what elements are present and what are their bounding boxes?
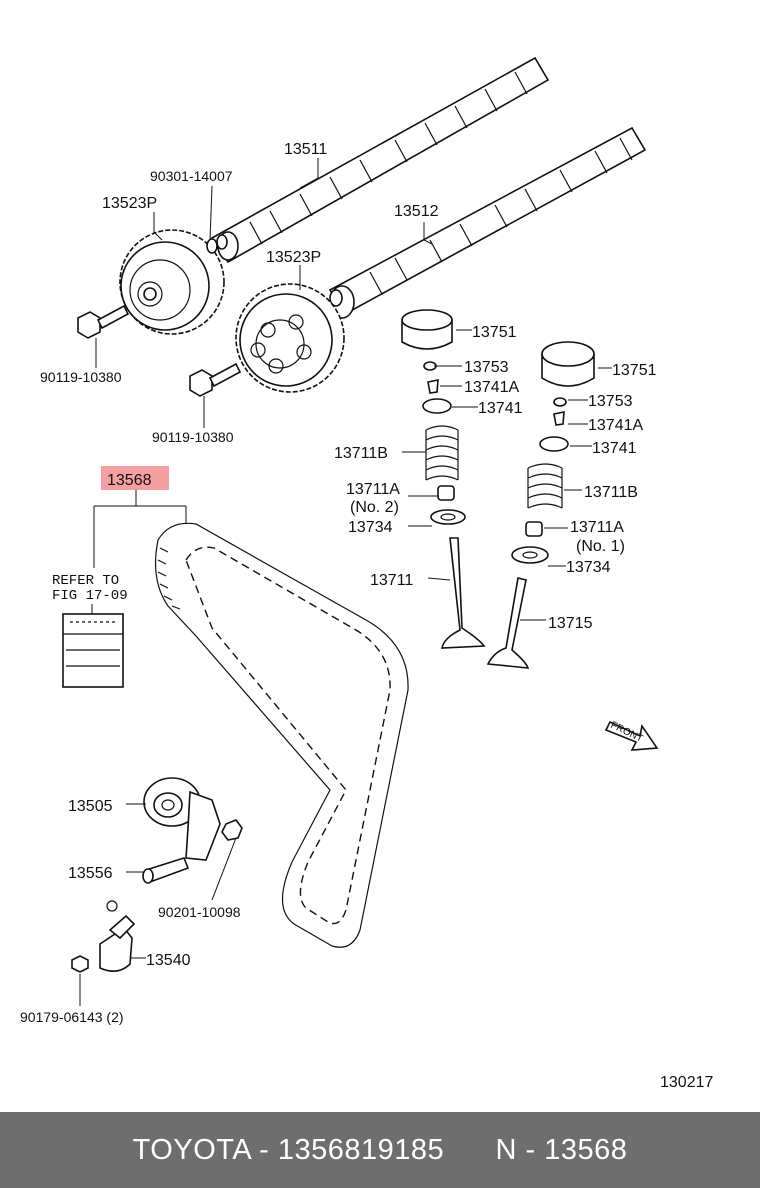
footer-part-number: 1356819185 (277, 1133, 445, 1166)
parts-diagram: FRONT 13511 903 (20, 56, 713, 1091)
label-13711: 13711 (370, 572, 413, 589)
footer-gap (444, 1134, 495, 1166)
label-13568: 13568 (107, 472, 152, 489)
label-13505: 13505 (68, 798, 113, 815)
refer-note-line1: REFER TO (52, 573, 119, 589)
label-13512: 13512 (394, 203, 439, 220)
label-90119-10380-upper: 90119-10380 (40, 369, 122, 385)
camshaft-pulley-lower (235, 283, 345, 393)
footer-text: TOYOTA - 1356819185 N - 13568 (133, 1134, 628, 1167)
label-90179-06143: 90179-06143 (2) (20, 1009, 124, 1025)
footer-sep2: - (516, 1133, 545, 1166)
camshaft-13511 (210, 56, 550, 264)
front-label: FRONT (609, 720, 645, 745)
label-13711a-no2: 13711A (346, 481, 400, 498)
label-13715: 13715 (548, 615, 593, 632)
front-arrow-icon: FRONT (604, 720, 659, 751)
label-13741a-left: 13741A (464, 379, 519, 396)
label-13751-left: 13751 (472, 324, 517, 341)
label-13523p-lower: 13523P (266, 249, 321, 266)
footer-bar: TOYOTA - 1356819185 N - 13568 (0, 1112, 760, 1188)
bolt-lower (189, 362, 242, 397)
valve-train-left (401, 309, 486, 649)
label-13741a-right: 13741A (588, 417, 643, 434)
footer-brand: TOYOTA (132, 1133, 251, 1166)
label-13540: 13540 (146, 952, 191, 969)
label-13753-left: 13753 (464, 359, 509, 376)
camshaft-pulley-upper (119, 229, 225, 335)
label-13751-right: 13751 (612, 362, 657, 379)
tensioner-assembly (71, 777, 243, 973)
part-labels: 13511 90301-14007 13523P 13523P 13512 90… (20, 141, 713, 1091)
label-13711a-no2-sub: (No. 2) (350, 499, 399, 516)
label-13711b-left: 13711B (334, 445, 388, 462)
label-13511: 13511 (284, 141, 327, 158)
footer-sep1: - (250, 1133, 278, 1166)
refer-figure-icon (62, 613, 124, 688)
label-13523p-upper: 13523P (102, 195, 157, 212)
highlight-13568 (101, 466, 169, 490)
timing-belt (154, 522, 409, 948)
footer-section: N (495, 1133, 517, 1166)
refer-note-line2: FIG 17-09 (52, 588, 128, 604)
footer-section-code: 13568 (544, 1133, 628, 1166)
label-13734-left: 13734 (348, 519, 393, 536)
label-13711a-no1-sub: (No. 1) (576, 538, 625, 555)
label-90119-10380-lower: 90119-10380 (152, 429, 234, 445)
label-90201-10098: 90201-10098 (158, 904, 241, 920)
knock-pin (206, 238, 218, 254)
label-13556: 13556 (68, 865, 113, 882)
label-13741-right: 13741 (592, 440, 637, 457)
label-13734-right: 13734 (566, 559, 611, 576)
label-13753-right: 13753 (588, 393, 633, 410)
label-13711b-right: 13711B (584, 484, 638, 501)
valve-train-right (486, 341, 595, 669)
bolt-upper (77, 304, 130, 339)
label-13711a-no1: 13711A (570, 519, 624, 536)
label-90301-14007: 90301-14007 (150, 168, 233, 184)
diagram-number: 130217 (660, 1074, 713, 1091)
leader-lines (79, 158, 612, 1006)
label-13741-left: 13741 (478, 400, 523, 417)
